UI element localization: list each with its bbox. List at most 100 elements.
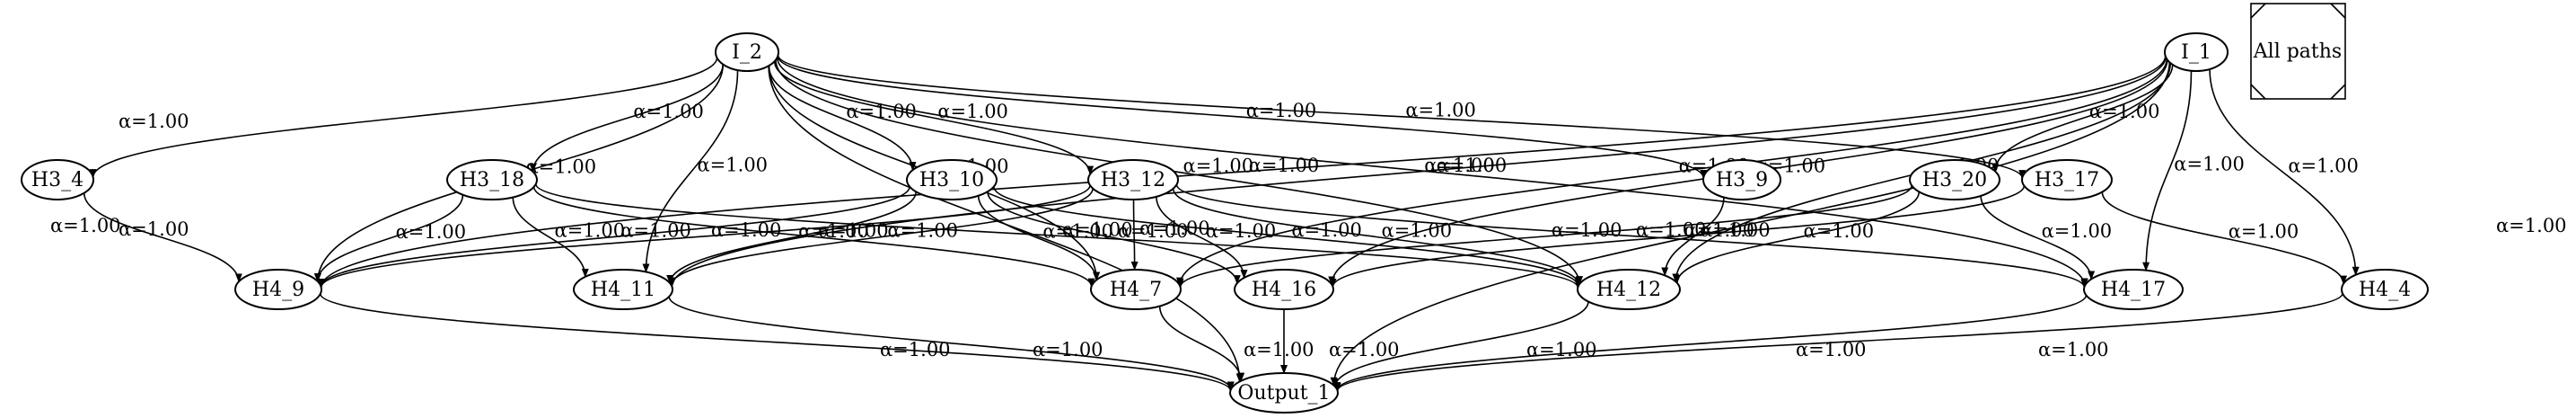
edge-label-H3_4-to-H4_9: α=1.00: [119, 218, 189, 240]
node-shape-H3_9: [1702, 159, 1781, 200]
edge-label-I_1-to-H4_11: α=1.00: [1424, 155, 1495, 176]
edge-H3_18-to-H4_9: [313, 194, 464, 283]
edge-label-H3_12-to-H4_9: α=1.00: [711, 219, 782, 241]
node-shape-I_1: [2164, 32, 2229, 72]
node-label-I_1: I_1: [2181, 41, 2211, 64]
node-shape-H4_12: [1577, 269, 1681, 310]
node-label-H4_17: H4_17: [2101, 279, 2166, 301]
edge-label-I_1-to-Output_1: α=1.00: [2496, 215, 2567, 236]
edge-H4_17-to-Output_1: [1333, 295, 2088, 392]
edge-I_1-to-H4_7: [1176, 58, 2167, 287]
edge-H3_10-to-H4_11: [666, 191, 917, 285]
edge-label-H3_12-to-H4_17: α=1.00: [1636, 218, 1707, 240]
edge-I_1-to-H4_11: [668, 57, 2167, 288]
edge-I_2-to-H3_18: [529, 64, 724, 173]
edge-label-H4_4-to-Output_1: α=1.00: [2038, 339, 2109, 360]
node-shape-H4_11: [573, 269, 673, 310]
edge-label-I_2-to-H3_4: α=1.00: [119, 111, 189, 132]
edge-label-H3_10-to-H4_11: α=1.00: [798, 220, 869, 242]
edge-label-I_2-to-H3_17: α=1.00: [1405, 100, 1476, 121]
edges-layer: [83, 55, 2360, 392]
edge-label-H3_20-to-H4_7: α=1.00: [1552, 219, 1622, 241]
node-H4_4: H4_4: [2341, 269, 2429, 310]
edge-H3_10-to-H4_9: [317, 186, 910, 288]
node-shape-H4_9: [234, 269, 322, 310]
edge-label-H3_18-to-H4_11: α=1.00: [555, 220, 626, 242]
edge-label-H4_11-to-Output_1: α=1.00: [1033, 339, 1103, 360]
edge-label-I_2-to-Output_1: α=1.00: [50, 215, 121, 236]
edge-label-H3_10-to-H4_9: α=1.00: [620, 219, 691, 241]
node-label-H3_10: H3_10: [919, 169, 984, 191]
edge-I_2-to-H4_12: [775, 59, 1584, 286]
edge-H3_12-to-H4_9: [317, 184, 1091, 289]
node-H4_7: H4_7: [1090, 269, 1182, 310]
node-label-H4_9: H4_9: [252, 279, 304, 301]
edge-I_2-to-H3_17: [777, 55, 2026, 180]
edge-label-H3_12-to-H4_7: α=1.00: [1139, 218, 1210, 239]
edge-label-I_1-to-H4_4: α=1.00: [2288, 155, 2359, 176]
edge-H3_18-to-H4_11: [512, 197, 589, 278]
node-shape-I_2: [715, 32, 779, 72]
node-label-H3_20: H3_20: [1922, 169, 1987, 191]
edge-H3_12-to-H4_12: [1172, 188, 1583, 287]
node-Output_1: Output_1: [1229, 372, 1339, 414]
edge-H4_4-to-Output_1: [1333, 293, 2343, 392]
node-shape-H3_17: [2021, 159, 2113, 200]
node-H4_17: H4_17: [2083, 269, 2184, 310]
node-shape-H4_4: [2341, 269, 2429, 310]
node-label-H3_4: H3_4: [31, 169, 84, 191]
node-shape-H4_17: [2083, 269, 2184, 310]
edge-label-H3_18-to-H4_9: α=1.00: [396, 221, 467, 243]
edge-label-H3_12-to-H4_12: α=1.00: [1382, 219, 1453, 241]
node-H3_12: H3_12: [1087, 159, 1179, 200]
edge-I_1-to-Output_1: [1330, 62, 2171, 387]
node-shape-H4_16: [1234, 269, 1334, 310]
edge-label-I_1-to-H4_17: α=1.00: [2174, 154, 2245, 175]
edge-H3_20-to-H4_7: [1176, 185, 1912, 289]
edge-H3_17-to-H4_4: [2101, 191, 2347, 285]
node-label-H3_17: H3_17: [2035, 169, 2099, 191]
edge-I_2-to-H4_17: [776, 57, 2088, 288]
node-label-H4_4: H4_4: [2359, 279, 2411, 301]
node-label-H4_11: H4_11: [591, 279, 655, 301]
node-H3_18: H3_18: [446, 159, 538, 200]
edge-label-I_2-to-H3_10: α=1.00: [846, 101, 917, 122]
node-label-H4_16: H4_16: [1252, 279, 1316, 301]
edge-H3_10-to-H4_7: [977, 195, 1100, 281]
nodes-layer: I_2 I_1H3_4 H3_18 H3_10 H3_12 H3_9 H3_20 H3_17H…: [21, 32, 2429, 414]
edge-I_1-to-H4_17: [2142, 70, 2193, 271]
edge-H3_12-to-H4_11: [667, 188, 1094, 287]
edge-label-H3_17-to-H4_16: α=1.00: [1684, 219, 1754, 241]
node-label-H3_12: H3_12: [1101, 169, 1165, 191]
edge-H3_18-to-H4_12: [535, 183, 1582, 289]
node-H3_4: H3_4: [21, 159, 94, 200]
edge-label-I_1-to-H3_20: α=1.00: [2089, 101, 2160, 122]
node-label-I_2: I_2: [732, 41, 762, 64]
edge-label-H3_20-to-H4_12: α=1.00: [1804, 220, 1875, 242]
edge-label-I_2-to-H4_11: α=1.00: [698, 154, 769, 175]
edge-label-I_2-to-H3_9: α=1.00: [1246, 100, 1317, 121]
edge-H4_9-to-Output_1: [320, 293, 1235, 392]
legend-box: All paths: [2250, 3, 2346, 100]
edge-label-I_2-to-H4_9: α=1.00: [526, 156, 597, 177]
edge-H4_12-to-Output_1: [1332, 301, 1589, 388]
edge-H3_12-to-H4_17: [1175, 184, 2088, 289]
edge-label-H3_18-to-H4_7: α=1.00: [818, 219, 889, 241]
node-label-H4_7: H4_7: [1110, 279, 1162, 301]
node-shape-H3_10: [906, 159, 998, 200]
node-label-H3_9: H3_9: [1716, 169, 1768, 191]
edge-label-H4_12-to-Output_1: α=1.00: [1526, 339, 1597, 360]
node-H3_20: H3_20: [1909, 159, 2000, 200]
edge-label-H4_16-to-Output_1: α=1.00: [1329, 339, 1400, 360]
edge-label-I_2-to-H4_17: α=1.00: [1437, 155, 1508, 176]
edge-label-H3_10-to-H4_12: α=1.00: [1291, 219, 1362, 241]
edge-H4_7-to-Output_1: [1158, 306, 1245, 382]
edge-H3_12-to-H4_7: [1130, 199, 1139, 271]
edge-label-I_1-to-H4_9: α=1.00: [1249, 155, 1320, 176]
edge-label-I_2-to-H4_12: α=1.00: [1183, 155, 1254, 176]
node-shape-H3_4: [21, 159, 94, 200]
node-shape-H4_7: [1090, 269, 1182, 310]
node-shape-H3_20: [1909, 159, 2000, 200]
node-I_2: I_2: [715, 32, 779, 72]
edge-H3_9-to-H4_12: [1661, 197, 1725, 277]
